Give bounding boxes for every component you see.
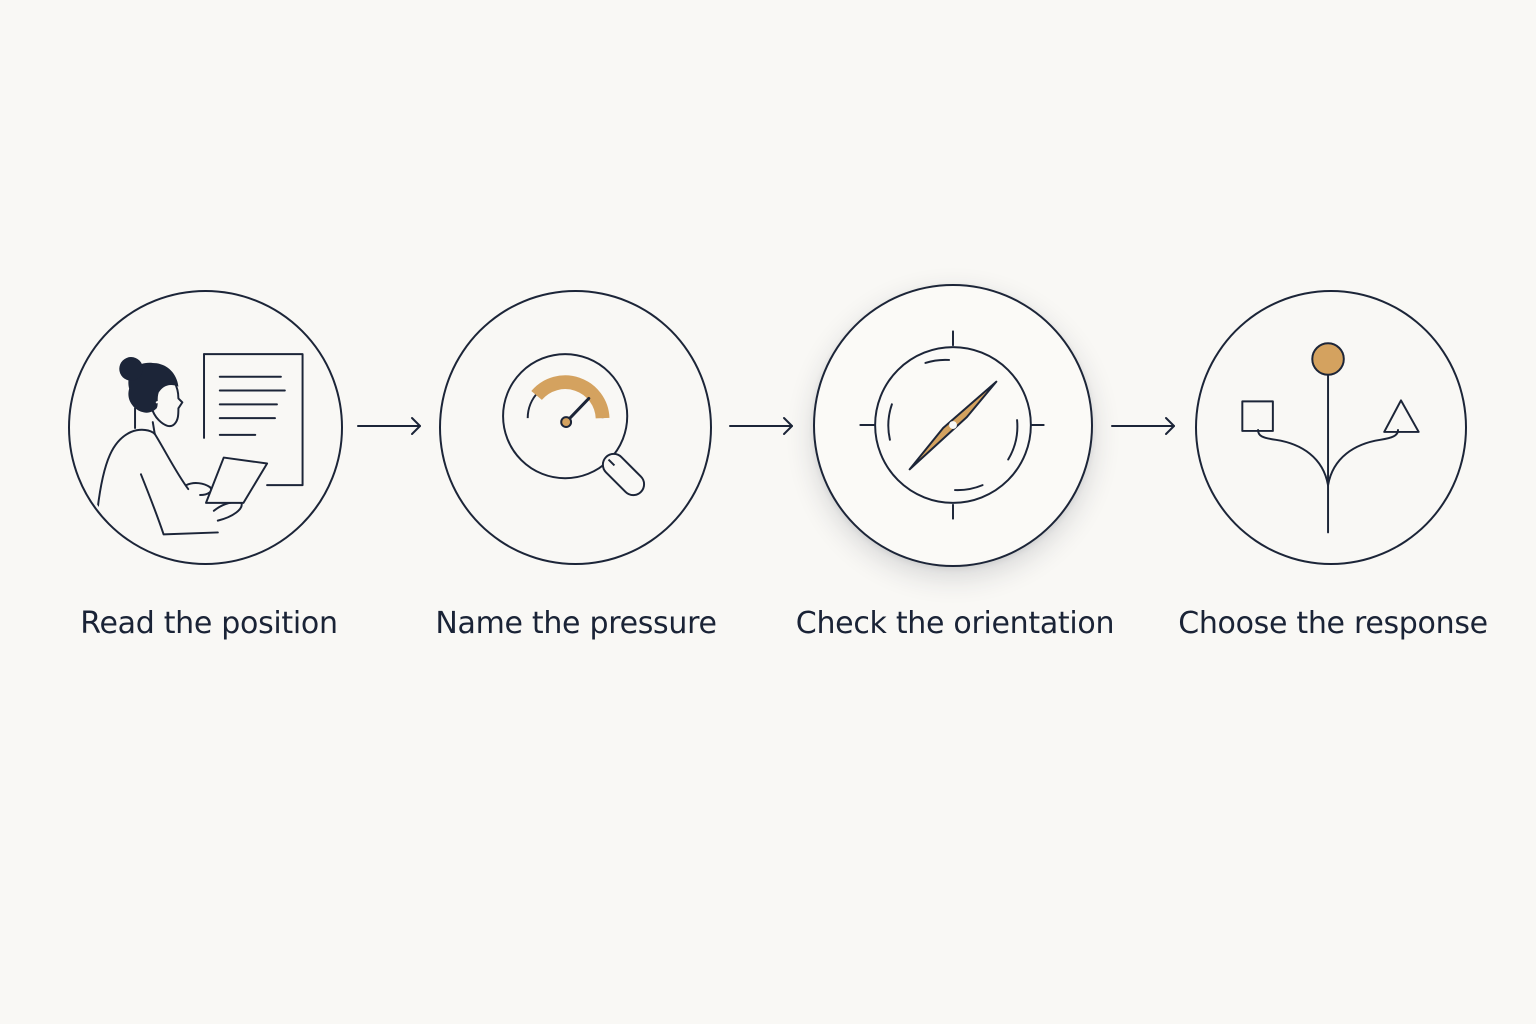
right-arrow-icon: [1111, 417, 1175, 435]
step-1-circle: [68, 290, 343, 565]
step-4-circle: [1195, 290, 1467, 565]
person-reading-document-icon: [96, 353, 304, 536]
step-1-label: Read the position: [80, 606, 338, 641]
step-3-label: Check the orientation: [795, 606, 1115, 641]
arrow-3: [1110, 412, 1178, 440]
step-2-circle: [439, 290, 712, 565]
right-arrow-icon: [729, 417, 793, 435]
magnifier-gauge-icon: [502, 353, 646, 497]
arrow-2: [728, 412, 796, 440]
step-4-label: Choose the response: [1178, 606, 1488, 641]
branching-paths-icon: [1241, 342, 1420, 534]
right-arrow-icon: [357, 417, 421, 435]
step-2-label: Name the pressure: [435, 606, 717, 641]
step-3-circle: [813, 284, 1093, 567]
arrow-1: [356, 412, 424, 440]
compass-icon: [859, 330, 1045, 520]
